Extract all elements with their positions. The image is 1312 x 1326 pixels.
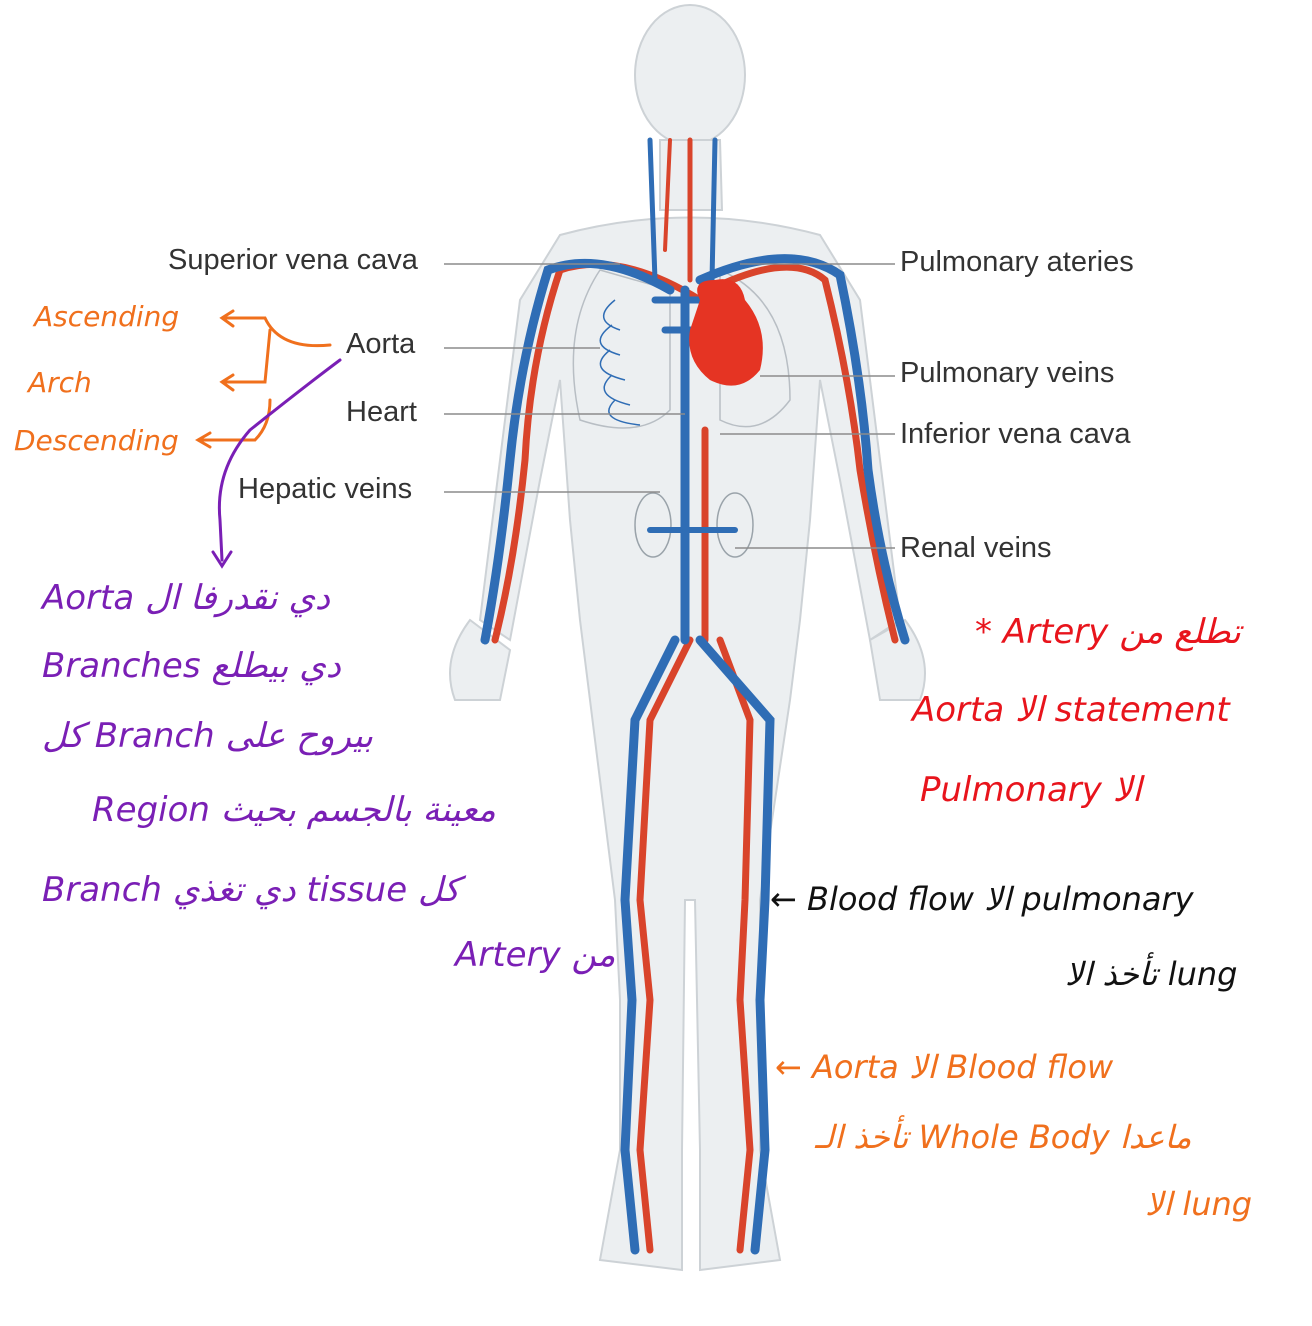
note-purple-line-5: Branch دي تغذي tissue كل bbox=[42, 870, 460, 910]
note-red-line-2: Aorta الا statement bbox=[912, 690, 1230, 730]
note-purple-line-4: Region معينة بالجسم بحيث bbox=[92, 790, 496, 830]
label-pulmonary-veins: Pulmonary veins bbox=[900, 357, 1114, 390]
label-inferior-vena-cava: Inferior vena cava bbox=[900, 418, 1131, 451]
note-orange-line-3: الا lung bbox=[1145, 1185, 1252, 1223]
note-red-line-3: Pulmonary الا bbox=[920, 770, 1142, 810]
note-purple-line-2: Branches دي بيطلع bbox=[42, 646, 341, 686]
note-black-line-2: تأخذ الا lung bbox=[1065, 955, 1237, 993]
note-orange-line-1: ← Aorta الا Blood flow bbox=[775, 1048, 1113, 1086]
label-pulmonary-ateries: Pulmonary ateries bbox=[900, 246, 1134, 279]
label-heart: Heart bbox=[346, 396, 417, 429]
note-ascending: Ascending bbox=[34, 300, 179, 333]
note-red-line-1: * Artery تطلع من bbox=[975, 612, 1241, 652]
note-purple-line-3: كل Branch بيروح على bbox=[42, 716, 373, 756]
label-renal-veins: Renal veins bbox=[900, 532, 1052, 565]
label-hepatic-veins: Hepatic veins bbox=[238, 473, 412, 506]
note-purple-line-1: Aorta دي نقدرفا ال bbox=[42, 578, 330, 618]
note-descending: Descending bbox=[14, 424, 179, 457]
label-aorta: Aorta bbox=[346, 328, 415, 361]
note-orange-line-2: تأخذ الـ Whole Body ماعدا bbox=[815, 1118, 1191, 1156]
handwritten-marks bbox=[198, 311, 340, 566]
note-arch: Arch bbox=[28, 366, 92, 399]
note-black-line-1: ← Blood flow الا pulmonary bbox=[770, 880, 1194, 918]
label-superior-vena-cava: Superior vena cava bbox=[168, 244, 418, 277]
note-purple-line-6: Artery من bbox=[455, 935, 616, 975]
